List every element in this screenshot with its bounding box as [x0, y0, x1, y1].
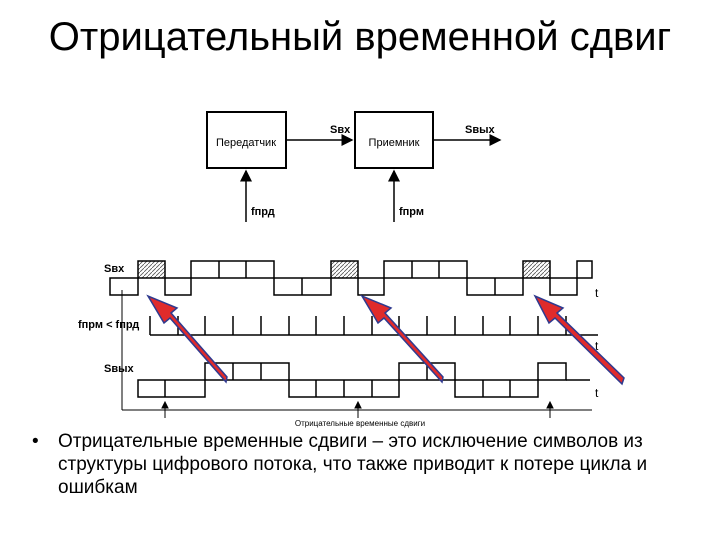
s-out-waveform — [137, 362, 590, 398]
receiver-label: Приемник — [369, 137, 420, 149]
t-label-row2: t — [595, 339, 599, 353]
f-prd-label: fпрд — [251, 206, 275, 218]
red-arrow-1 — [146, 294, 228, 384]
s-in-row-label: Sвх — [104, 263, 125, 275]
t-label-row1: t — [595, 286, 599, 300]
f-relation-label: fпрм < fпрд — [78, 319, 139, 331]
clock-waveform — [149, 316, 598, 336]
red-arrow-2 — [360, 294, 444, 384]
s-in-block-label: Sвх — [330, 124, 351, 136]
s-in-waveform — [109, 260, 593, 296]
shift-markers — [121, 290, 592, 418]
f-prm-label: fпрм — [399, 206, 424, 218]
s-out-row-label: Sвых — [104, 363, 134, 375]
bullet-dot: • — [32, 431, 39, 452]
s-out-block-label: Sвых — [465, 124, 495, 136]
t-label-row3: t — [595, 386, 599, 400]
bullet-text: Отрицательные временные сдвиги – это иск… — [58, 431, 648, 498]
transmitter-block — [206, 111, 287, 169]
slide-title: Отрицательный временной сдвиг — [48, 15, 672, 59]
transmitter-label: Передатчик — [216, 137, 276, 149]
bullet-item: • Отрицательные временные сдвиги – это и… — [32, 430, 672, 499]
red-arrow-3 — [533, 294, 625, 386]
shift-caption: Отрицательные временные сдвиги — [295, 419, 425, 428]
